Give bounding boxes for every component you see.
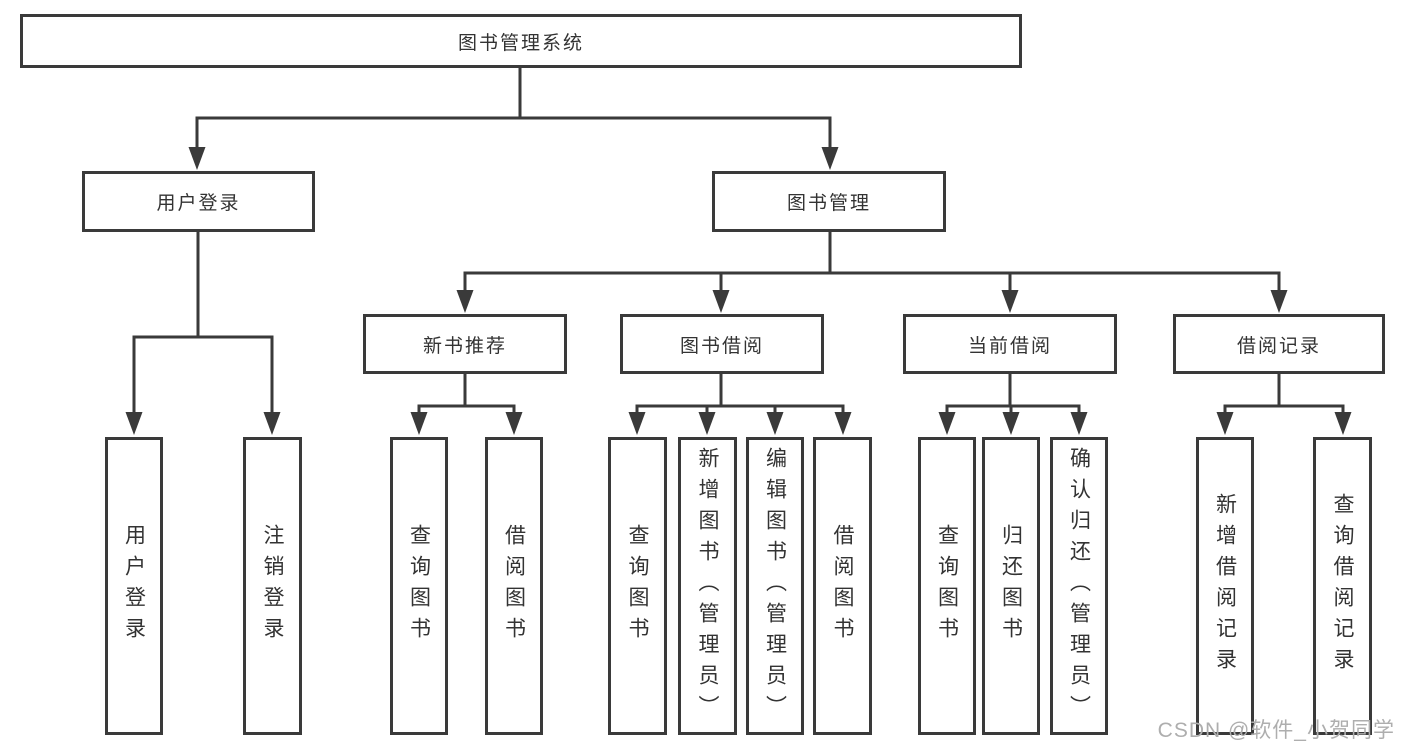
csdn-watermark: CSDN @软件_小贺同学 — [1157, 719, 1395, 742]
node-label: 借阅图书 — [831, 524, 855, 648]
node-label: 新增图书（管理员） — [696, 446, 720, 726]
leaf-logout: 注销登录 — [243, 437, 302, 735]
leaf-borrow-books: 借阅图书 — [813, 437, 872, 735]
node-label: 借阅图书 — [502, 524, 526, 648]
node-label: 编辑图书（管理员） — [763, 446, 787, 726]
node-label: 图书管理系统 — [457, 32, 584, 54]
node-user-login: 用户登录 — [82, 171, 315, 232]
node-new-book-recommendation: 新书推荐 — [363, 314, 567, 374]
leaf-query-books-borrow: 查询图书 — [608, 437, 667, 735]
node-borrowing-records: 借阅记录 — [1173, 314, 1385, 374]
node-label: 注销登录 — [261, 524, 285, 648]
node-book-management: 图书管理 — [712, 171, 946, 232]
node-label: 查询图书 — [407, 524, 431, 648]
node-label: 查询借阅记录 — [1331, 493, 1355, 679]
node-library-system-root: 图书管理系统 — [20, 14, 1022, 68]
node-label: 新增借阅记录 — [1213, 493, 1237, 679]
node-label: 查询图书 — [935, 524, 959, 648]
node-label: 确认归还（管理员） — [1067, 446, 1091, 726]
node-label: 图书借阅 — [679, 335, 764, 357]
node-label: 借阅记录 — [1236, 335, 1321, 357]
leaf-query-books-current: 查询图书 — [918, 437, 976, 735]
leaf-edit-book-admin: 编辑图书（管理员） — [746, 437, 804, 735]
leaf-confirm-return-admin: 确认归还（管理员） — [1050, 437, 1108, 735]
node-current-borrowing: 当前借阅 — [903, 314, 1117, 374]
node-book-borrowing: 图书借阅 — [620, 314, 824, 374]
node-label: 用户登录 — [122, 524, 146, 648]
leaf-borrow-books-recommend: 借阅图书 — [485, 437, 543, 735]
leaf-query-books-recommend: 查询图书 — [390, 437, 448, 735]
node-label: 用户登录 — [156, 193, 241, 214]
leaf-add-book-admin: 新增图书（管理员） — [678, 437, 737, 735]
node-label: 新书推荐 — [422, 335, 507, 357]
leaf-add-borrow-record: 新增借阅记录 — [1196, 437, 1254, 735]
node-label: 查询图书 — [626, 524, 650, 648]
node-label: 归还图书 — [999, 524, 1023, 648]
leaf-query-borrow-record: 查询借阅记录 — [1313, 437, 1372, 735]
leaf-return-book: 归还图书 — [982, 437, 1040, 735]
node-label: 当前借阅 — [967, 335, 1052, 357]
leaf-user-login: 用户登录 — [105, 437, 163, 735]
node-label: 图书管理 — [786, 193, 871, 214]
